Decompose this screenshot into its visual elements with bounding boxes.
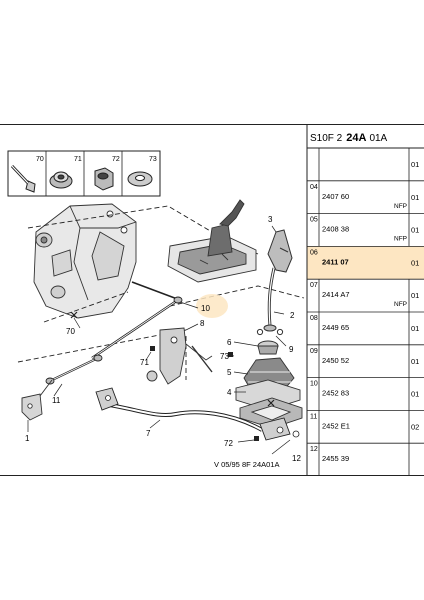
callout-1: 1 <box>25 434 30 443</box>
row-number: 12 <box>310 446 318 453</box>
parts-list-row: 10 2452 83 01 <box>307 377 424 399</box>
marker-72-square <box>254 436 259 441</box>
shift-rod-7 <box>95 387 300 441</box>
part-code: 2411 07 <box>322 257 349 266</box>
callout-labels: 1 2 3 4 5 6 7 8 9 10 11 12 70 71 72 73 <box>25 215 301 463</box>
callout-12: 12 <box>292 454 301 463</box>
bolt-icon <box>10 164 36 193</box>
part-quantity: 01 <box>411 226 419 235</box>
row-number: 04 <box>310 184 318 191</box>
callout-9: 9 <box>289 345 294 354</box>
callout-70: 70 <box>66 327 75 336</box>
marker-73-square <box>228 352 233 357</box>
part-code: 2414 A7 <box>322 290 350 299</box>
highlight-callout-10 <box>196 294 228 318</box>
washer-icon <box>127 171 153 187</box>
hex-nut-icon <box>94 167 114 191</box>
row-number: 05 <box>310 217 318 224</box>
part-quantity: 01 <box>411 390 419 399</box>
callout-7: 7 <box>146 429 151 438</box>
mount-bracket-1 <box>21 379 53 421</box>
parts-list-row: 07 2414 A7 NFP 01 <box>307 278 424 308</box>
gear-lever-boot <box>167 199 257 283</box>
leader-lines <box>27 225 291 455</box>
row-number: 08 <box>310 315 318 322</box>
link-rod-10 <box>91 296 183 359</box>
part-quantity: 01 <box>411 258 419 267</box>
row-number: 11 <box>310 413 317 420</box>
callout-73: 73 <box>220 352 229 361</box>
selector-shaft <box>131 281 181 301</box>
row-number: 06 <box>310 249 318 256</box>
part-code: 2408 38 <box>322 225 349 234</box>
parts-list-row: 09 2450 52 01 <box>307 344 424 366</box>
parts-list-row: 11 2452 E1 02 <box>307 409 424 431</box>
row-highlight <box>307 246 424 280</box>
callout-8: 8 <box>200 319 205 328</box>
callout-4: 4 <box>227 388 232 397</box>
link-rod-11 <box>45 354 103 385</box>
kit-number-71: 71 <box>74 156 82 163</box>
kit-number-72: 72 <box>112 156 120 163</box>
row-number: 09 <box>310 348 318 355</box>
parts-list-row: 01 <box>411 160 419 169</box>
part-code: 2450 52 <box>322 356 349 365</box>
parts-list-row: 08 2449 65 01 <box>307 311 424 333</box>
callout-2: 2 <box>290 311 295 320</box>
callout-72: 72 <box>224 439 233 448</box>
kit-number-70: 70 <box>36 156 44 163</box>
callout-6: 6 <box>227 338 232 347</box>
part-code: 2452 83 <box>322 389 349 398</box>
part-quantity: 01 <box>411 357 419 366</box>
hardware-kit-box: 70 71 72 73 <box>7 150 161 197</box>
part-note: NFP <box>394 301 407 308</box>
diagram-frame <box>0 124 424 476</box>
callout-11: 11 <box>52 396 61 405</box>
part-quantity: 01 <box>411 160 419 169</box>
part-quantity: 02 <box>411 422 419 431</box>
part-quantity: 01 <box>411 324 419 333</box>
kit-number-73: 73 <box>149 156 157 163</box>
part-code: 2455 39 <box>322 454 349 463</box>
row-number: 10 <box>310 381 318 388</box>
callout-10: 10 <box>201 304 210 313</box>
parts-list-row: 04 2407 60 NFP 01 <box>307 180 424 210</box>
callout-3: 3 <box>268 215 273 224</box>
kit-markers <box>70 311 275 441</box>
part-code: 2407 60 <box>322 192 349 201</box>
shift-housing-assembly <box>235 340 303 429</box>
part-code: 2449 65 <box>322 323 349 332</box>
part-note: NFP <box>394 236 407 243</box>
parts-list-row: 06 2411 07 01 <box>307 245 424 280</box>
part-quantity: 01 <box>411 193 419 202</box>
parts-list-row: 05 2408 38 NFP 01 <box>307 213 424 243</box>
row-number: 07 <box>310 282 318 289</box>
parts-list-row: 12 2455 39 <box>307 442 424 463</box>
marker-70-cross <box>70 311 78 319</box>
gearbox-housing <box>33 203 137 319</box>
callout-5: 5 <box>227 368 232 377</box>
gear-lever <box>256 229 293 336</box>
diagram-reference-code: V 05/95 8F 24A01A <box>214 460 279 469</box>
part-code: 2452 E1 <box>322 421 350 430</box>
flanged-nut-icon <box>49 171 73 189</box>
part-note: NFP <box>394 203 407 210</box>
callout-71: 71 <box>140 358 149 367</box>
marker-71-square <box>150 346 155 351</box>
selector-bracket <box>146 327 213 385</box>
part-quantity: 01 <box>411 291 419 300</box>
